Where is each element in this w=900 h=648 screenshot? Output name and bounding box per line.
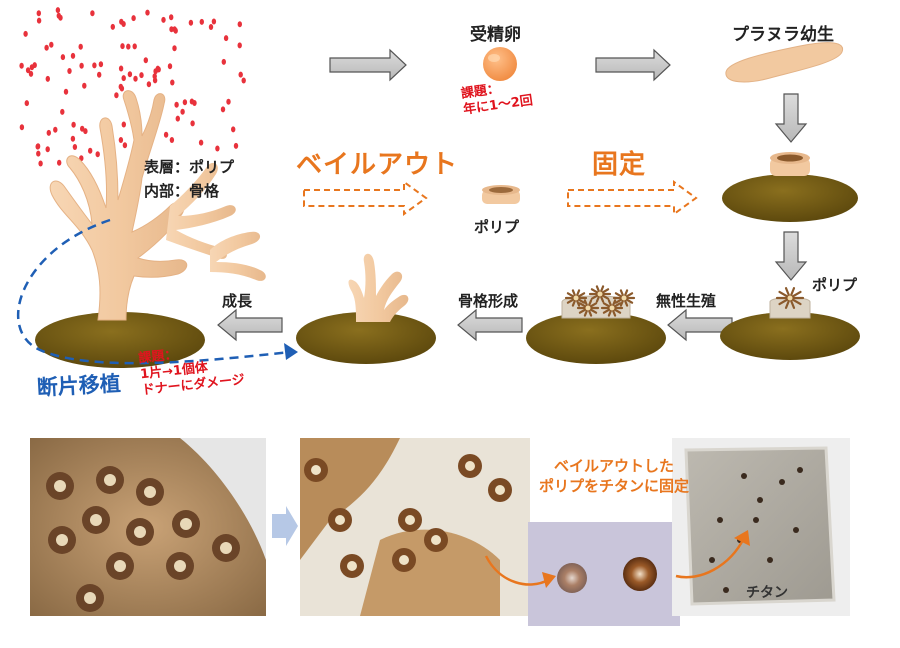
label-skeleton-formation: 骨格形成 <box>458 292 519 310</box>
spawning-eggs <box>19 7 246 167</box>
label-bailout: ベイルアウト <box>296 150 459 180</box>
label-fertilized-egg: 受精卵 <box>470 25 521 45</box>
arrow-spawn-to-egg <box>329 48 407 82</box>
photo-curve-arrow-1 <box>484 555 549 586</box>
arrow-egg-to-planula <box>595 48 671 82</box>
skeleton-formed-coral <box>296 253 436 364</box>
label-fragment-transplant: 断片移植 <box>36 371 122 400</box>
fertilized-egg <box>483 47 517 81</box>
fragment-transplant-arrow <box>16 218 291 365</box>
photo-caption-line1: ベイルアウトした <box>553 457 674 475</box>
label-surface-polyp: 表層：ポリプ <box>144 158 235 176</box>
photo-inset-polyps <box>528 522 680 626</box>
photo-curve-arrow-2 <box>675 537 746 579</box>
arrow-fix-down <box>774 231 808 281</box>
flow-arrows <box>217 48 808 342</box>
bailout-polyp <box>482 185 520 204</box>
fixation-arrow <box>567 180 698 216</box>
asexual-colony <box>526 285 666 364</box>
label-fixation: 固定 <box>592 150 647 180</box>
label-growth: 成長 <box>222 292 253 310</box>
arrow-to-growth <box>217 308 283 342</box>
photo-caption-line2: ポリプをチタンに固定 <box>538 477 689 495</box>
adult-coral <box>35 90 266 368</box>
photo-arrow <box>272 506 298 546</box>
orange-dashed-arrows <box>303 180 698 216</box>
label-planula: プラヌラ幼生 <box>732 25 834 45</box>
photo-bailout-polyps <box>300 438 530 616</box>
fixed-polyp-on-rock <box>722 152 858 222</box>
arrow-to-skeleton <box>457 308 523 342</box>
titanium-label: チタン <box>746 585 788 601</box>
photo-caption: ベイルアウトした ポリプをチタンに固定 <box>504 456 724 496</box>
planula-larva <box>725 42 844 83</box>
polyp-on-rock <box>720 287 860 360</box>
photo-coral-colony <box>30 438 266 616</box>
label-asexual-reproduction: 無性生殖 <box>656 292 717 310</box>
arrow-planula-down <box>774 93 808 143</box>
label-polyp-right: ポリプ <box>812 276 858 294</box>
label-inner-skeleton: 内部：骨格 <box>144 182 220 200</box>
fragment-transplant-arrowhead <box>284 343 298 360</box>
substrate-rock <box>35 312 205 368</box>
bailout-arrow <box>303 180 428 216</box>
label-polyp-center: ポリプ <box>474 218 520 236</box>
